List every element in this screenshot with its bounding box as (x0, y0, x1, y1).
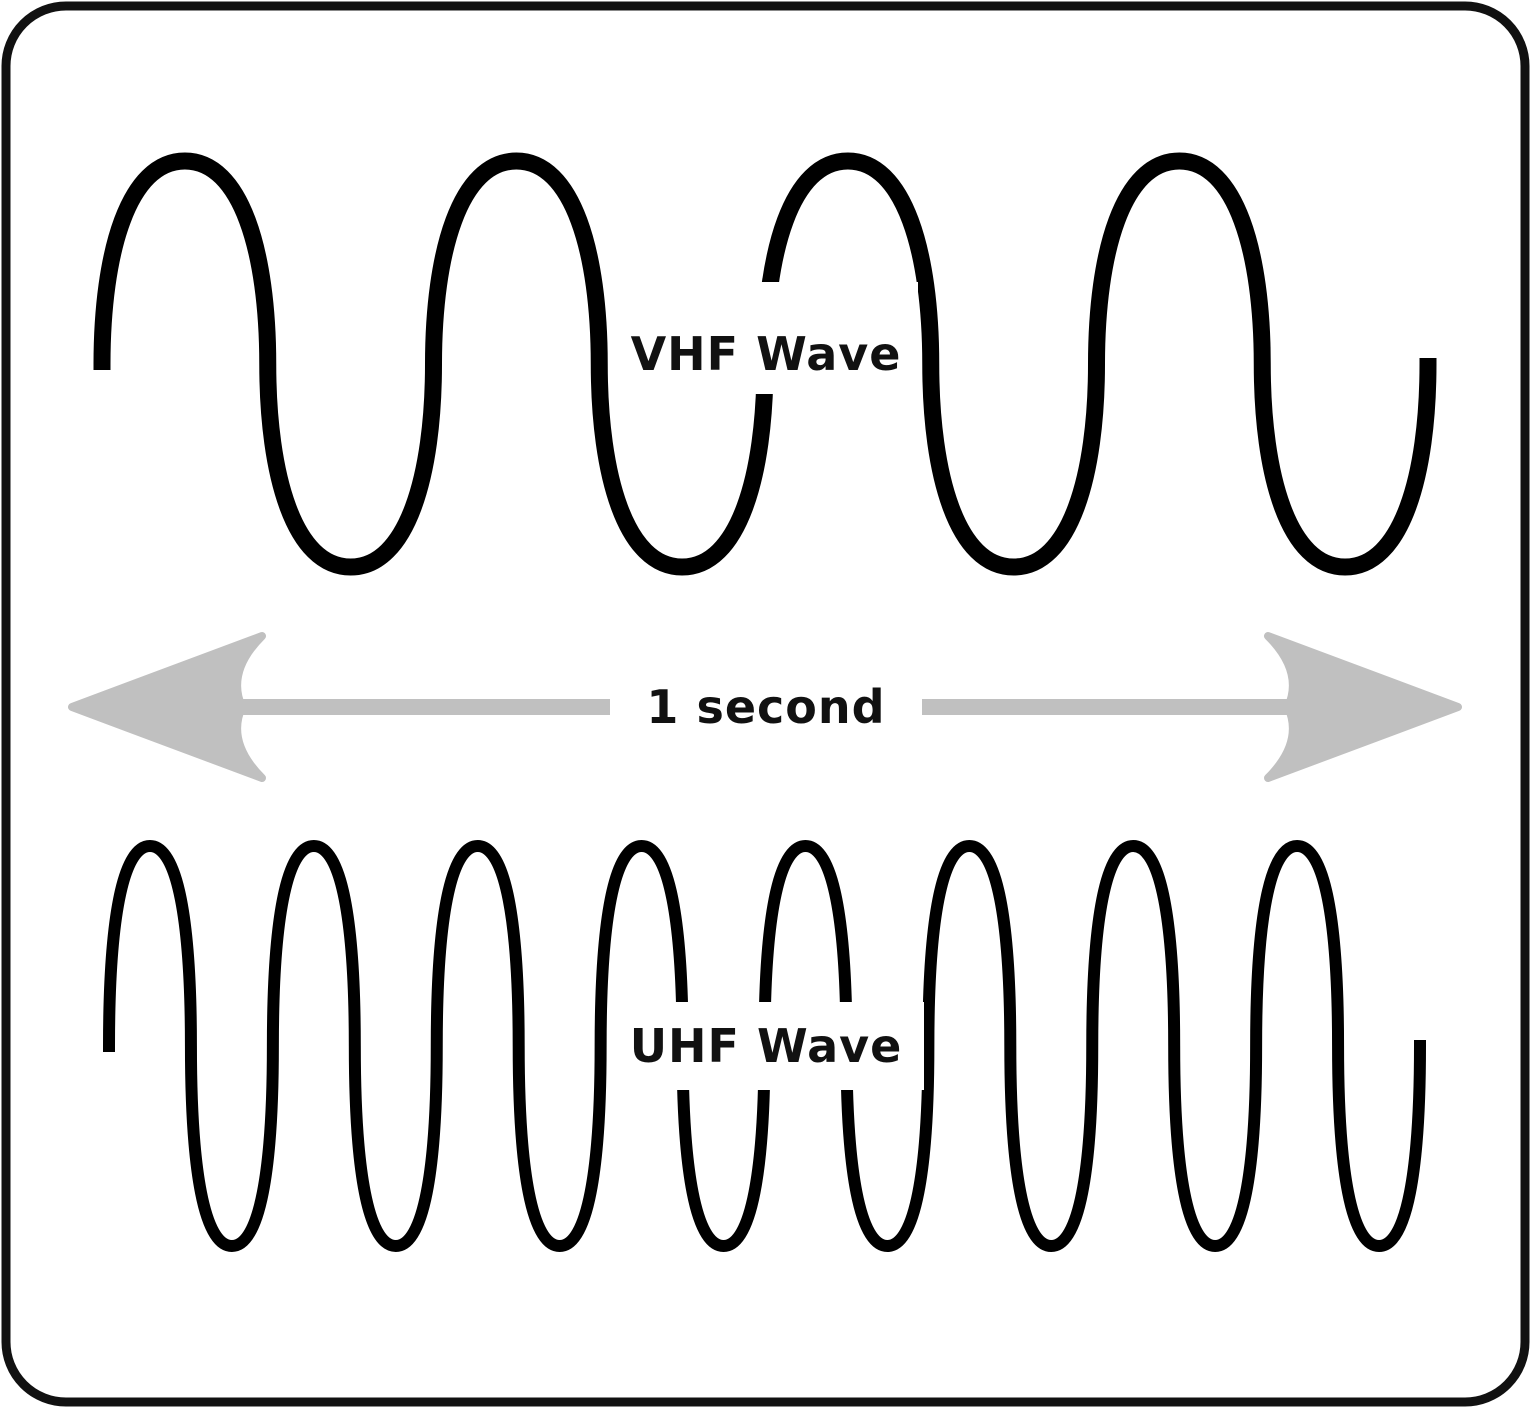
arrowhead-right (1264, 632, 1462, 782)
arrowhead-left (68, 632, 266, 782)
time-span-label: 1 second (646, 680, 885, 734)
vhf-label-backdrop (612, 282, 918, 394)
time-span-shaft-left (228, 699, 610, 715)
uhf-label-backdrop (608, 1002, 924, 1090)
time-span-arrow (68, 632, 1462, 782)
time-span-shaft-right (922, 699, 1298, 715)
vhf-wave-label: VHF Wave (631, 327, 902, 381)
uhf-wave-label: UHF Wave (630, 1019, 903, 1073)
